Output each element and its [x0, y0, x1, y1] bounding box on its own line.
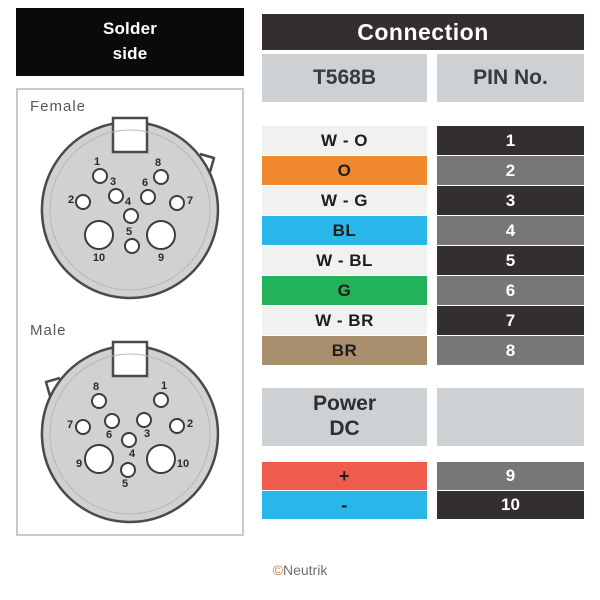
row-divider	[427, 276, 437, 305]
power-pin-header	[437, 388, 584, 446]
power-dc-line1: Power	[312, 392, 377, 416]
wire-color-cell: W - BR	[262, 306, 427, 335]
row-divider	[427, 156, 437, 185]
connection-title: Connection	[262, 14, 584, 50]
power-dc-header: Power DC	[262, 388, 584, 446]
svg-text:5: 5	[122, 478, 128, 490]
svg-text:9: 9	[76, 458, 82, 470]
pin-number-cell: 8	[437, 336, 584, 365]
row-divider	[427, 186, 437, 215]
wire-color-cell: O	[262, 156, 427, 185]
row-divider	[427, 491, 437, 519]
svg-text:1: 1	[94, 156, 100, 168]
power-column-divider	[427, 388, 437, 446]
pin-number-cell: 3	[437, 186, 584, 215]
pin-number-cell: 2	[437, 156, 584, 185]
wire-color-cell: W - BL	[262, 246, 427, 275]
wire-color-cell: +	[262, 462, 427, 490]
svg-text:5: 5	[126, 226, 132, 238]
male-connector-drawing: 1 2 34 5 6 7 8 9 10	[40, 340, 220, 524]
power-dc-label: Power DC	[262, 388, 427, 446]
svg-text:7: 7	[67, 419, 73, 431]
column-divider	[427, 54, 437, 102]
wire-color-cell: W - O	[262, 126, 427, 155]
footer-credit: ©Neutrik	[0, 562, 600, 578]
female-connector-drawing: 1 2 34 5 6 7 8 9 10	[40, 116, 220, 300]
row-divider	[427, 306, 437, 335]
pin-number-cell: 7	[437, 306, 584, 335]
pin-number-cell: 6	[437, 276, 584, 305]
solder-side-line1: Solder	[102, 19, 158, 39]
pin-number-cell: 4	[437, 216, 584, 245]
svg-text:8: 8	[93, 381, 99, 393]
svg-text:1: 1	[161, 380, 167, 392]
solder-side-banner: Solder side	[16, 8, 244, 76]
power-row: -10	[262, 491, 584, 519]
svg-text:4: 4	[125, 196, 132, 208]
row-divider	[427, 216, 437, 245]
wire-row: W - G 3	[262, 186, 584, 215]
brand-name: Neutrik	[282, 562, 328, 578]
svg-text:2: 2	[68, 194, 74, 206]
svg-text:3: 3	[144, 428, 150, 440]
svg-text:4: 4	[129, 448, 136, 460]
wire-color-cell: BR	[262, 336, 427, 365]
pin-number-cell: 1	[437, 126, 584, 155]
svg-text:6: 6	[142, 177, 148, 189]
svg-text:9: 9	[158, 252, 164, 264]
copyright-icon: ©	[272, 562, 283, 578]
wire-row: W - BR 7	[262, 306, 584, 335]
power-table: +9-10	[262, 462, 584, 520]
power-dc-line2: DC	[329, 417, 360, 440]
pin-number-cell: 10	[437, 491, 584, 519]
svg-text:10: 10	[177, 458, 189, 470]
female-label: Female	[30, 98, 87, 115]
svg-text:10: 10	[93, 252, 105, 264]
wire-color-cell: BL	[262, 216, 427, 245]
power-row: +9	[262, 462, 584, 490]
svg-text:2: 2	[187, 418, 193, 430]
row-divider	[427, 126, 437, 155]
row-divider	[427, 462, 437, 490]
column-header-t568b: T568B	[262, 54, 427, 102]
male-label: Male	[30, 322, 67, 339]
wire-row: BR 8	[262, 336, 584, 365]
table-subheader: T568B PIN No.	[262, 54, 584, 102]
wire-row: W - BL 5	[262, 246, 584, 275]
wire-color-cell: W - G	[262, 186, 427, 215]
svg-text:8: 8	[155, 157, 161, 169]
pin-number-cell: 5	[437, 246, 584, 275]
wire-row: W - O 1	[262, 126, 584, 155]
svg-text:7: 7	[187, 195, 193, 207]
wire-row: BL 4	[262, 216, 584, 245]
row-divider	[427, 246, 437, 275]
row-divider	[427, 336, 437, 365]
column-header-pin-no: PIN No.	[437, 54, 584, 102]
svg-text:6: 6	[106, 429, 112, 441]
solder-side-line2: side	[112, 44, 148, 63]
wire-color-cell: G	[262, 276, 427, 305]
wire-color-cell: -	[262, 491, 427, 519]
svg-text:3: 3	[110, 176, 116, 188]
pin-number-cell: 9	[437, 462, 584, 490]
